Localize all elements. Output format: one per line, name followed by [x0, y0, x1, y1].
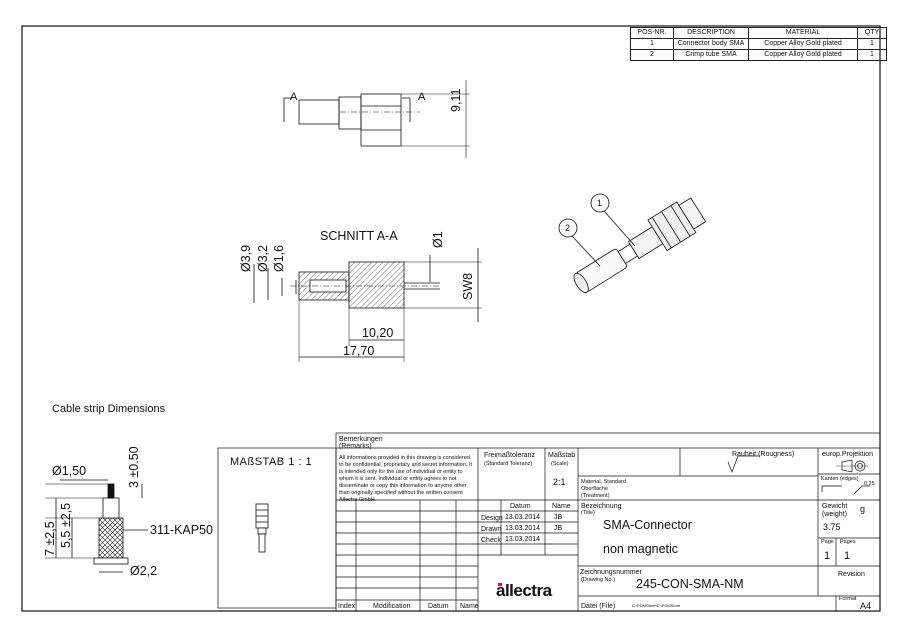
tolerance-label: Freimaßtoleranz	[484, 452, 535, 459]
scale-header-en: (Scale)	[551, 461, 569, 467]
drawn-date: 13.03.2014	[505, 525, 541, 532]
design-name: JB	[554, 514, 563, 521]
name-header: Name	[552, 503, 571, 510]
scale-label: MAßSTAB 1 : 1	[230, 456, 313, 468]
bom-cell-pos: 2	[630, 49, 674, 61]
dim-sw8: SW8	[461, 272, 475, 300]
rev-modification-header: Modification	[373, 603, 411, 610]
cable-d22: Ø2,2	[130, 564, 158, 578]
drawn-name: JB	[554, 525, 563, 532]
cable-d150: Ø1,50	[52, 464, 87, 478]
side-view	[283, 80, 470, 158]
drawn-label: Drawn	[481, 526, 502, 533]
bom-cell-qty: 1	[857, 38, 887, 50]
cable-strip-view	[45, 479, 148, 573]
balloon-2: 2	[565, 223, 571, 233]
rev-index-header: Index	[338, 603, 356, 610]
check-date: 13.03.2014	[505, 536, 541, 543]
scale-view	[255, 503, 269, 553]
pages-label: Pages	[840, 539, 856, 545]
bom-row: 2 Crimp tube SMA Copper Alloy Gold plate…	[630, 49, 887, 61]
bom-cell-qty: 1	[857, 49, 887, 61]
pages-value: 1	[844, 550, 851, 562]
cable-len-7: 7 ±2,5	[43, 521, 57, 556]
rev-date-header: Datum	[428, 603, 449, 610]
drawing-number-label: Zeichnungsnummer	[580, 569, 642, 576]
bom-header-material: MATERIAL	[748, 27, 858, 39]
dim-height: 9,11	[449, 88, 463, 112]
file-path: C:\PDMStore\C:\PDMStore	[632, 603, 681, 608]
bom-table: POS-NR. DESCRIPTION MATERIAL QTY 1 Conne…	[630, 27, 887, 61]
edges-value: 0,25	[864, 481, 875, 487]
section-title: SCHNITT A-A	[320, 229, 398, 243]
page-value: 1	[824, 550, 831, 562]
section-arrow-left: A	[290, 91, 298, 103]
dim-d32: Ø3,2	[256, 244, 270, 272]
file-label: Datei (File)	[581, 603, 616, 610]
bom-header-row: POS-NR. DESCRIPTION MATERIAL QTY	[630, 27, 887, 39]
bom-cell-pos: 1	[630, 38, 674, 50]
tolerance-label-en: (Standard Toleranz)	[484, 461, 533, 467]
weight-label-en: (weight)	[822, 511, 847, 518]
projection-label: europ.Projektion	[822, 451, 873, 458]
bom-row: 1 Connector body SMA Copper Alloy Gold p…	[630, 38, 887, 50]
logo-accent-icon	[498, 583, 502, 586]
cable-strip-title: Cable strip Dimensions	[52, 403, 166, 415]
cable-part-number: 311-KAP50	[150, 523, 214, 537]
bom-cell-material: Copper Alloy Gold plated	[748, 49, 858, 61]
section-arrow-right: A	[418, 91, 426, 103]
dim-1020: 10,20	[362, 326, 394, 340]
weight-value: 3.75	[823, 522, 841, 532]
revision-label: Revision	[838, 571, 865, 578]
bom-cell-material: Copper Alloy Gold plated	[748, 38, 858, 50]
dim-1770: 17,70	[343, 344, 375, 358]
remarks-label: Bemerkungen	[339, 436, 383, 443]
page-label: Page	[821, 539, 834, 545]
bom-header-description: DESCRIPTION	[673, 27, 749, 39]
section-view	[253, 248, 482, 362]
bom-cell-description: Crimp tube SMA	[673, 49, 749, 61]
treatment-label: (Treatment)	[581, 493, 610, 499]
confidential-notice: All informations provided in this drawin…	[339, 455, 472, 503]
title-label: Bezeichnung	[581, 503, 622, 510]
dim-d16: Ø1,6	[272, 244, 286, 272]
rev-name-header: Name	[460, 603, 479, 610]
bom-cell-description: Connector body SMA	[673, 38, 749, 50]
title-label-en: (Title)	[581, 510, 595, 516]
dim-d1: Ø1	[431, 231, 445, 248]
dim-d39: Ø3,9	[239, 244, 253, 272]
format-label: Format	[839, 596, 857, 602]
balloon-1: 1	[597, 198, 603, 208]
drawing-number: 245-CON-SMA-NM	[636, 577, 744, 591]
edges-label: Kanten (edges)	[821, 476, 859, 482]
weight-label: Gewicht	[822, 503, 848, 510]
bom-header-pos: POS-NR.	[630, 27, 674, 39]
date-header: Datum	[510, 503, 531, 510]
scale-header: Maßstab	[548, 452, 576, 459]
surface-label: Oberfläche	[581, 486, 608, 492]
title-block-grid	[217, 432, 881, 612]
material-label: Material, Standard	[581, 479, 626, 485]
roughness-label: Rauheit (Rougness)	[732, 451, 795, 458]
remarks-label-en: (Remarks)	[339, 443, 372, 450]
isometric-view	[558, 193, 707, 294]
check-label: Check	[481, 537, 501, 544]
format-value: A4	[860, 601, 872, 611]
scale-value: 2:1	[553, 477, 566, 487]
cable-len-3: 3 ±0.50	[127, 446, 141, 488]
design-label: Design	[481, 515, 503, 522]
drawing-title-line2: non magnetic	[603, 542, 679, 556]
drawing-number-label-en: (Drawing No.)	[581, 577, 615, 583]
bom-header-qty: QTY	[857, 27, 887, 39]
cable-len-55: 5,5 ±2,5	[59, 502, 73, 548]
weight-unit: g	[860, 504, 866, 514]
company-logo: allectra	[496, 581, 552, 600]
drawing-title-line1: SMA-Connector	[603, 518, 692, 532]
design-date: 13.03.2014	[505, 514, 541, 521]
